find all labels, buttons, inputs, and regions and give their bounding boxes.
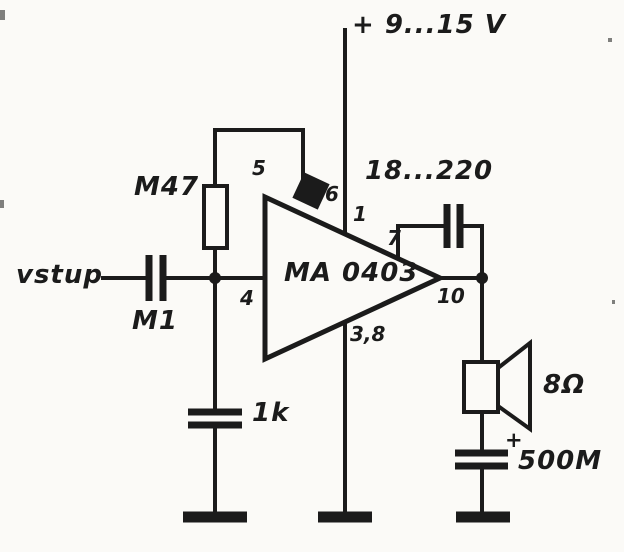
ic-label: MA 0403 — [284, 258, 419, 288]
boost-cap-label: 18...220 — [365, 156, 494, 186]
pin-38-label: 3,8 — [350, 322, 386, 346]
capacitor-500m — [455, 449, 508, 470]
junction-dot-input — [209, 272, 221, 284]
pin-1-label: 1 — [353, 202, 367, 226]
pin5-6-bridge — [292, 172, 330, 210]
pin-7-label: 7 — [387, 226, 401, 250]
speaker-body — [462, 360, 500, 414]
resistor-m47 — [202, 184, 229, 250]
resistor-m47-label: M47 — [134, 172, 200, 202]
input-label: vstup — [16, 260, 103, 290]
output-cap-label: 500M — [518, 446, 603, 476]
pin-5-label: 5 — [252, 156, 266, 180]
pin-4-label: 4 — [240, 286, 254, 310]
wire-feedback-top — [213, 128, 305, 188]
capacitor-1k — [188, 408, 242, 429]
polarity-plus-label: + — [505, 428, 524, 452]
speaker-impedance-label: 8Ω — [543, 370, 586, 400]
speaker-cone — [496, 338, 532, 433]
bypass-cap-label: 1k — [252, 398, 290, 428]
capacitor-m1 — [145, 255, 167, 301]
cap-m1-label: M1 — [132, 306, 178, 336]
pin-6-label: 6 — [325, 182, 339, 206]
supply-label: + 9...15 V — [352, 10, 506, 40]
scan-artifacts — [0, 10, 615, 304]
wire-boost-cap-right — [460, 224, 484, 278]
capacitor-boost — [443, 204, 464, 248]
pin-10-label: 10 — [437, 284, 465, 308]
junction-dot-output — [476, 272, 488, 284]
opamp-triangle — [262, 193, 446, 363]
wire-pin7 — [396, 224, 445, 260]
